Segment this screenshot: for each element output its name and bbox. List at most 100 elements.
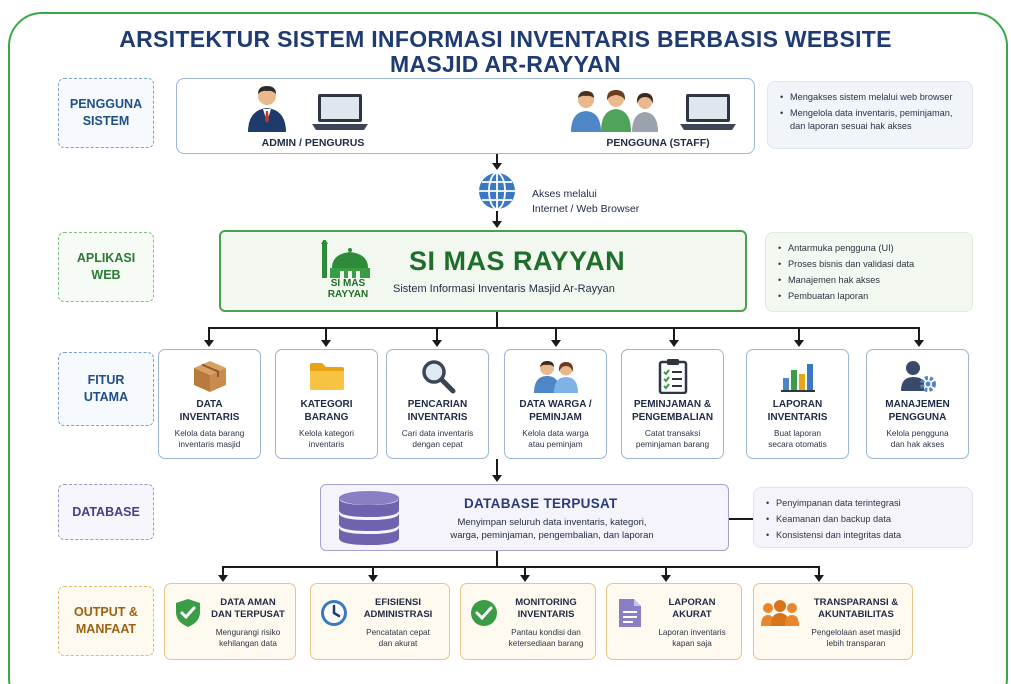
- arrow-head: [321, 340, 331, 347]
- users-notes: Mengakses sistem melalui web browser Men…: [767, 81, 973, 149]
- box-icon: [159, 358, 260, 394]
- clipboard-icon: [622, 358, 723, 394]
- connector-line: [798, 327, 800, 340]
- staff-label: PENGGUNA (STAFF): [606, 137, 710, 149]
- connector-line: [208, 327, 920, 329]
- connector-line: [918, 327, 920, 340]
- database-note: Penyimpanan data terintegrasi: [766, 497, 962, 510]
- arrow-head: [492, 221, 502, 228]
- team-icon: [760, 598, 800, 628]
- arrow-head: [204, 340, 214, 347]
- connector-line: [222, 566, 820, 568]
- arrow-head: [794, 340, 804, 347]
- feature-desc: Kelola pengguna dan hak akses: [886, 428, 949, 449]
- connector-line: [555, 327, 557, 340]
- output-desc: Mengurangi risiko kehilangan data: [215, 628, 281, 648]
- output-title: TRANSPARANSI & AKUNTABILITAS: [813, 597, 899, 620]
- laptop-icon: [312, 94, 368, 130]
- people-icon: [505, 358, 606, 394]
- output-card-transparansi: TRANSPARANSI & AKUNTABILITAS Pengelolaan…: [753, 583, 913, 660]
- arrow-head: [368, 575, 378, 582]
- arrow-head: [218, 575, 228, 582]
- output-card-data-aman: DATA AMAN DAN TERPUSAT Mengurangi risiko…: [164, 583, 296, 660]
- arrow-head: [492, 163, 502, 170]
- staff-group-icon: [571, 90, 658, 132]
- app-note: Antarmuka pengguna (UI): [778, 242, 962, 255]
- feature-card-laporan-inventaris: LAPORAN INVENTARIS Buat laporan secara o…: [746, 349, 849, 459]
- users-note: Mengakses sistem melalui web browser: [780, 91, 962, 104]
- feature-card-kategori-barang: KATEGORI BARANG Kelola kategori inventar…: [275, 349, 378, 459]
- connector-line: [729, 518, 753, 520]
- connector-line: [818, 566, 820, 575]
- arrow-head: [432, 340, 442, 347]
- output-desc: Pencatatan cepat dan akurat: [366, 628, 430, 648]
- feature-desc: Buat laporan secara otomatis: [768, 428, 827, 449]
- app-note: Pembuatan laporan: [778, 290, 962, 303]
- layer-label-users: PENGGUNA SISTEM: [58, 78, 154, 148]
- output-card-efisiensi: EFISIENSI ADMINISTRASI Pencatatan cepat …: [310, 583, 450, 660]
- output-title: DATA AMAN DAN TERPUSAT: [211, 597, 285, 620]
- database-icon: [339, 491, 399, 545]
- check-circle-icon: [469, 598, 499, 628]
- globe-icon: [479, 172, 515, 210]
- feature-card-peminjaman: PEMINJAMAN & PENGEMBALIAN Catat transaks…: [621, 349, 724, 459]
- connector-line: [496, 211, 498, 221]
- logo-text-line1: SI MAS: [330, 278, 366, 289]
- user-gear-icon: [867, 358, 968, 394]
- admin-icon: [248, 86, 286, 132]
- connector-line: [372, 566, 374, 575]
- output-desc: Pengelolaan aset masjid lebih transparan: [811, 628, 901, 648]
- connector-line: [496, 312, 498, 328]
- layer-label-output: OUTPUT & MANFAAT: [58, 586, 154, 656]
- logo-text-line2: RAYYAN: [327, 289, 369, 300]
- feature-card-data-warga: DATA WARGA / PEMINJAM Kelola data warga …: [504, 349, 607, 459]
- feature-title: MANAJEMEN PENGGUNA: [885, 399, 950, 423]
- connector-line: [524, 566, 526, 575]
- magnifier-icon: [387, 358, 488, 394]
- output-title: LAPORAN AKURAT: [668, 597, 716, 620]
- layer-label-features: FITUR UTAMA: [58, 352, 154, 426]
- database-desc: Menyimpan seluruh data inventaris, kateg…: [450, 517, 654, 541]
- arrow-head: [661, 575, 671, 582]
- output-card-laporan-akurat: LAPORAN AKURAT Laporan inventaris kapan …: [606, 583, 742, 660]
- users-note: Mengelola data inventaris, peminjaman, d…: [780, 107, 962, 133]
- bar-chart-icon: [747, 358, 848, 394]
- feature-card-manajemen-pengguna: MANAJEMEN PENGGUNA Kelola pengguna dan h…: [866, 349, 969, 459]
- output-title: MONITORING INVENTARIS: [515, 597, 577, 620]
- clock-icon: [319, 598, 349, 628]
- admin-label: ADMIN / PENGURUS: [261, 137, 365, 149]
- database-title: DATABASE TERPUSAT: [464, 496, 618, 511]
- access-text: Akses melalui Internet / Web Browser: [532, 187, 639, 217]
- diagram-frame: [8, 12, 1008, 684]
- connector-line: [496, 551, 498, 567]
- feature-card-pencarian-inventaris: PENCARIAN INVENTARIS Cari data inventari…: [386, 349, 489, 459]
- output-desc: Laporan inventaris kapan saja: [658, 628, 726, 648]
- layer-label-app: APLIKASI WEB: [58, 232, 154, 302]
- folder-icon: [276, 358, 377, 394]
- feature-title: DATA WARGA / PEMINJAM: [519, 399, 592, 423]
- feature-title: PENCARIAN INVENTARIS: [407, 399, 468, 423]
- diagram-title-line1: ARSITEKTUR SISTEM INFORMASI INVENTARIS B…: [119, 26, 892, 52]
- connector-line: [496, 154, 498, 164]
- document-icon: [615, 598, 645, 628]
- feature-title: LAPORAN INVENTARIS: [767, 399, 828, 423]
- shield-check-icon: [173, 598, 203, 628]
- feature-desc: Kelola kategori inventaris: [299, 428, 354, 449]
- feature-title: PEMINJAMAN & PENGEMBALIAN: [631, 399, 714, 423]
- connector-line: [222, 566, 224, 575]
- database-notes: Penyimpanan data terintegrasi Keamanan d…: [753, 487, 973, 548]
- feature-desc: Kelola data barang inventaris masjid: [174, 428, 245, 449]
- arrow-head: [814, 575, 824, 582]
- feature-title: DATA INVENTARIS: [179, 399, 240, 423]
- app-box: [219, 230, 747, 312]
- app-subtitle: Sistem Informasi Inventaris Masjid Ar-Ra…: [393, 283, 615, 295]
- diagram-title-line2: MASJID AR-RAYYAN: [389, 51, 621, 77]
- connector-line: [496, 459, 498, 475]
- arrow-head: [492, 475, 502, 482]
- output-desc: Pantau kondisi dan ketersediaan barang: [508, 628, 584, 648]
- connector-line: [673, 327, 675, 340]
- app-notes: Antarmuka pengguna (UI) Proses bisnis da…: [765, 232, 973, 312]
- connector-line: [208, 327, 210, 340]
- feature-desc: Kelola data warga atau peminjam: [522, 428, 589, 449]
- feature-card-data-inventaris: DATA INVENTARIS Kelola data barang inven…: [158, 349, 261, 459]
